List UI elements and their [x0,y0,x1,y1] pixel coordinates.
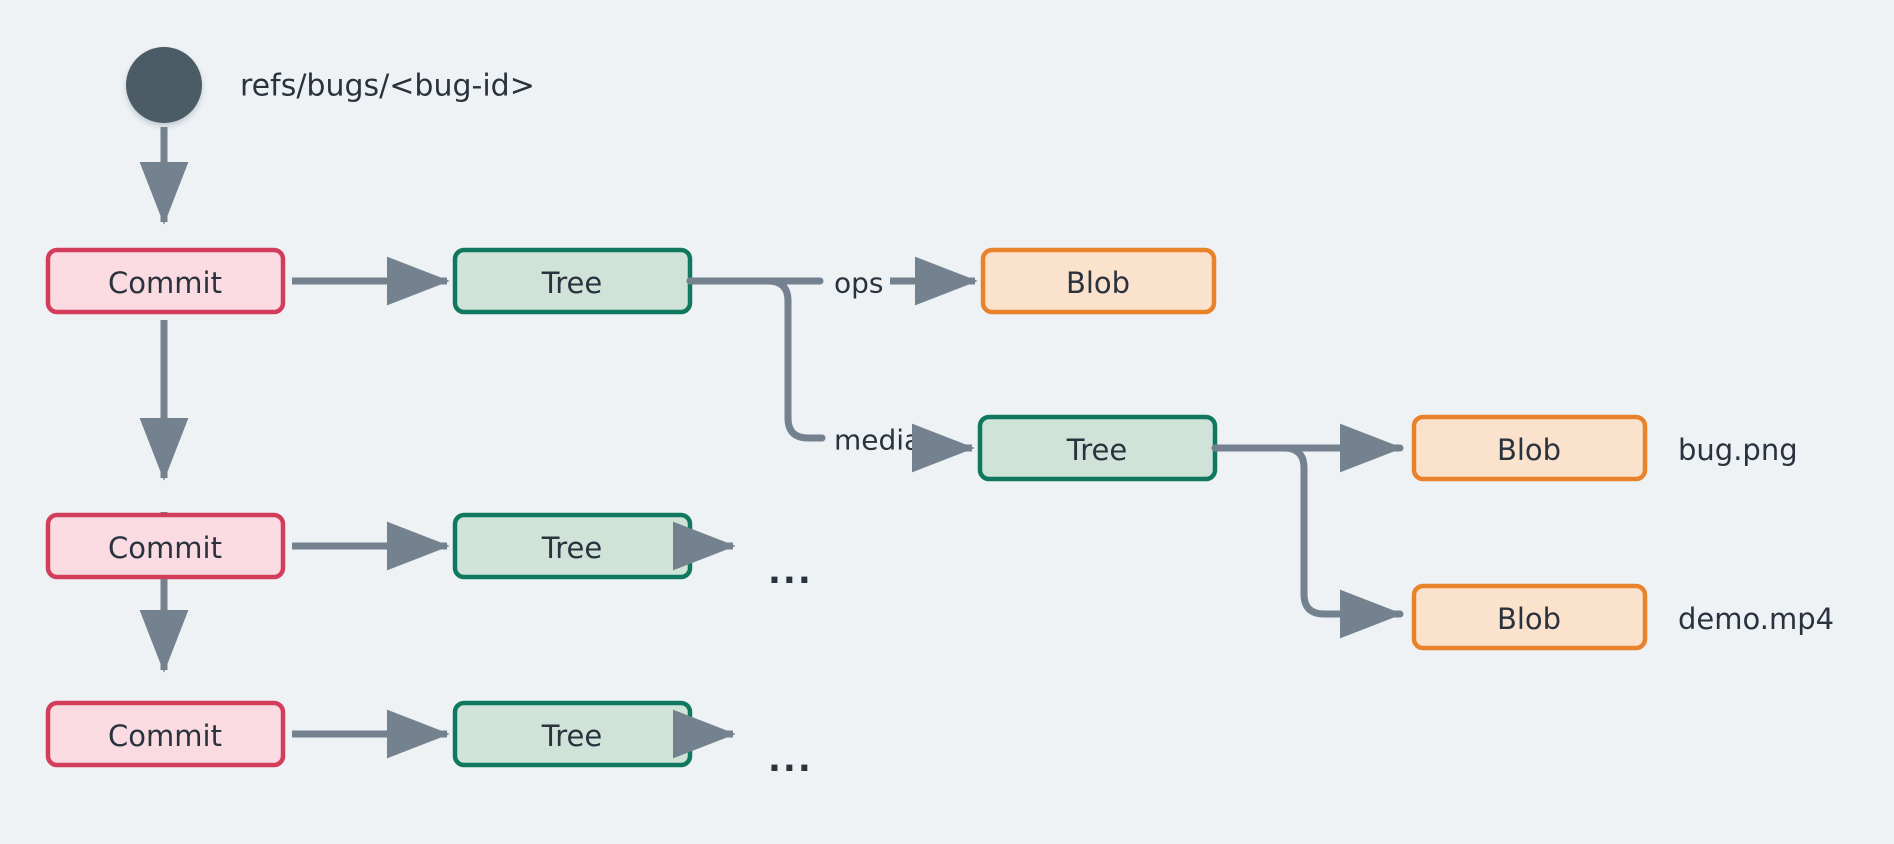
file-label-bug-png: bug.png [1678,433,1798,467]
ellipsis-row2: ... [768,552,813,592]
node-commit-1-label: Commit [108,266,222,300]
ref-dot-icon [126,47,202,123]
edge-tree-root-to-media-label [686,277,826,442]
node-tree-root-label: Tree [541,266,602,300]
node-commit-3-label: Commit [108,719,222,753]
node-commit-2-label: Commit [108,531,222,565]
node-blob-bug-label: Blob [1497,433,1561,467]
edge-label-ops: ops [834,267,884,300]
node-commit-3[interactable] [45,700,286,768]
file-label-demo-mp4: demo.mp4 [1678,602,1834,636]
node-commit-2[interactable] [45,512,286,580]
node-tree-media-label: Tree [1066,433,1127,467]
edge-tree-media-to-blob-demo [1211,444,1404,639]
node-blob-demo[interactable] [1411,583,1648,651]
node-tree-2-label: Tree [541,531,602,565]
ref-label: refs/bugs/<bug-id> [240,69,535,104]
ellipsis-row3: ... [768,740,813,780]
edge-label-media: media [834,424,921,457]
node-blob-ops[interactable] [980,247,1217,315]
node-commit-1[interactable] [45,247,286,315]
node-tree-3-label: Tree [541,719,602,753]
node-blob-bug[interactable] [1411,414,1648,482]
node-blob-ops-label: Blob [1066,266,1130,300]
node-blob-demo-label: Blob [1497,602,1561,636]
